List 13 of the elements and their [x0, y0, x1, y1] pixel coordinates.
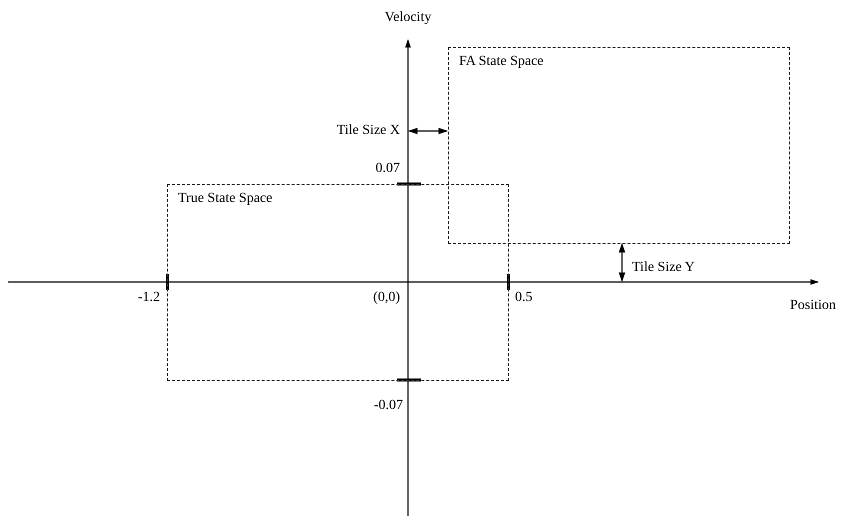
dimension-label: Tile Size Y — [632, 260, 695, 276]
tick-label: 0.5 — [515, 290, 532, 306]
tick-label: -1.2 — [138, 290, 160, 306]
region-label: FA State Space — [459, 54, 544, 70]
state-space-region — [167, 184, 509, 381]
tick-label: 0.07 — [376, 161, 400, 177]
dimension-label: Tile Size X — [336, 123, 400, 139]
region-label: True State Space — [178, 191, 272, 207]
state-space-region — [448, 47, 790, 244]
axis-title: Position — [790, 298, 836, 314]
tick-label: -0.07 — [374, 398, 403, 414]
origin-label: (0,0) — [373, 290, 400, 306]
axis-title: Velocity — [384, 10, 432, 26]
